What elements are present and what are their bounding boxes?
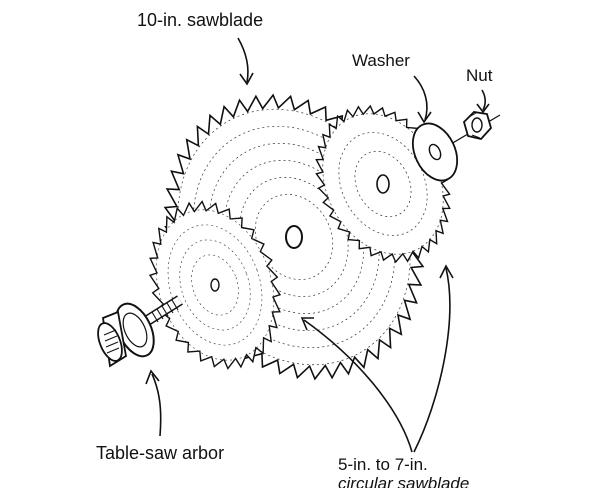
label-circular-name: circular sawblade bbox=[338, 473, 470, 488]
arbor-icon bbox=[97, 295, 183, 368]
label-nut: Nut bbox=[466, 66, 493, 85]
blade-texture-ring bbox=[354, 150, 412, 218]
arrowhead-washer bbox=[417, 111, 432, 124]
arrow-10in bbox=[237, 37, 249, 83]
arrow-circular-front bbox=[303, 319, 413, 453]
arrowhead-nut bbox=[476, 103, 490, 114]
blade-texture-ring bbox=[179, 239, 251, 331]
blade-texture-ring bbox=[191, 254, 239, 316]
label-washer: Washer bbox=[352, 51, 410, 70]
arrow-circular-rear bbox=[413, 267, 451, 453]
arrowhead-arbor bbox=[145, 369, 160, 385]
large-blade-arbor-hole bbox=[285, 225, 303, 249]
blade-texture-ring bbox=[254, 194, 334, 280]
nut-icon bbox=[462, 111, 493, 140]
washer-icon bbox=[411, 122, 459, 182]
label-10in-sawblade: 10-in. sawblade bbox=[137, 10, 264, 30]
arrowhead-10in bbox=[239, 72, 254, 86]
arrow-washer bbox=[413, 75, 428, 121]
arrow-nut bbox=[481, 89, 486, 111]
arrow-arbor bbox=[151, 373, 162, 437]
rear-blade-hole bbox=[376, 174, 390, 194]
blade-texture-ring bbox=[155, 209, 275, 361]
label-table-saw-arbor: Table-saw arbor bbox=[96, 443, 225, 463]
label-circular-sawblade: 5-in. to 7-in. circular sawblade bbox=[338, 455, 470, 488]
label-circular-size: 5-in. to 7-in. bbox=[338, 455, 428, 474]
front-blade-hole bbox=[210, 278, 220, 292]
arrowhead-circular-front bbox=[300, 317, 314, 331]
leader-arrows bbox=[145, 37, 490, 453]
front-circular-sawblade bbox=[148, 200, 282, 370]
arrowhead-circular-rear bbox=[439, 264, 454, 279]
blade-texture-ring bbox=[167, 224, 263, 346]
